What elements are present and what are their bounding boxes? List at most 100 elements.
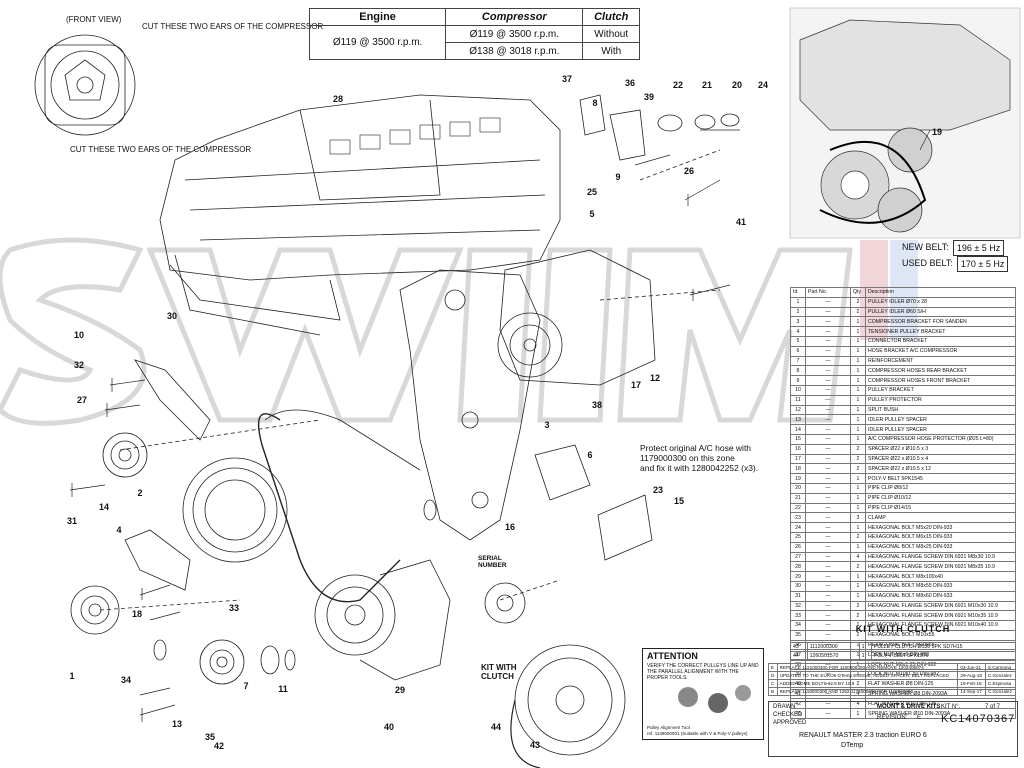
tb-mount-drive: MOUNT & DRIVE KITS [877, 704, 941, 710]
kit-qty: 1 [858, 642, 872, 652]
attention-caption: Pulley Alignment Tool ref. 1149000001 (S… [647, 725, 747, 736]
new-belt-label: NEW BELT: [902, 242, 949, 252]
bom-qty: 1 [850, 580, 866, 592]
tb-kit-number: KC14070367 [941, 713, 1016, 725]
note-line: and fix it with 1280042252 (x3). [640, 463, 759, 473]
callout-25: 25 [586, 187, 598, 197]
bom-id: 10 [790, 384, 806, 396]
bom-description: HEXAGONAL BOLT M8x60 DIN-933 [865, 590, 1016, 602]
bom-description: REINFORCEMENT [865, 355, 1016, 367]
kit-description: POLY-V BELT 5PK1570 [870, 651, 1017, 661]
front-view-cut-top: CUT THESE TWO EARS OF THE COMPRESSOR [142, 22, 324, 31]
bom-description: HEXAGONAL FLANGE SCREW DIN 6921 M8x35 10… [865, 561, 1016, 573]
bom-id: 7 [790, 355, 806, 367]
bom-part-no: — [805, 492, 851, 504]
bom-part-no: — [805, 424, 851, 435]
rev-date: 19-Feb-18 [957, 679, 986, 688]
bom-id: 31 [790, 590, 806, 602]
bom-description: POLY-V BELT 5PK1545 [865, 473, 1016, 484]
bom-qty: 2 [850, 610, 866, 622]
bom-description: HEXAGONAL BOLT M6x15 DIN-933 [865, 531, 1016, 543]
rev-author: C.Gonzalez [984, 671, 1017, 680]
callout-10: 10 [73, 330, 85, 340]
callout-42: 42 [213, 741, 225, 751]
bom-header-qty: Qty [850, 287, 866, 298]
bom-qty: 1 [850, 571, 866, 582]
rev-description: UPDATED TO THE EURO6 DTemp ENGINE, ADDED… [776, 671, 959, 680]
callout-35: 35 [204, 732, 216, 742]
tb-checked: CHECKED [773, 712, 803, 718]
used-belt-label: USED BELT: [902, 258, 953, 268]
bom-header-desc: Description [865, 287, 1016, 298]
kit-clutch-line: CLUTCH [481, 672, 514, 681]
bom-qty: 1 [850, 404, 866, 416]
note-line: Protect original A/C hose with [640, 443, 752, 453]
bom-description: PULLEY BRACKET [865, 384, 1016, 396]
bom-id: 12 [790, 404, 806, 416]
bom-id: 18 [790, 463, 806, 475]
speed-compressor-2: Ø138 @ 3018 r.p.m. [445, 42, 584, 60]
bom-qty: 1 [850, 345, 866, 357]
callout-30: 30 [166, 311, 178, 321]
bom-id: 29 [790, 571, 806, 582]
bom-description: CONNECTOR BRACKET [865, 335, 1016, 347]
serial-number-label: SERIAL NUMBER [478, 555, 507, 569]
alignment-tool-icon [678, 685, 751, 713]
speed-header-clutch: Clutch [582, 8, 640, 26]
bom-qty: 2 [850, 600, 866, 612]
callout-1: 1 [69, 671, 75, 681]
callout-19: 19 [931, 127, 943, 137]
bom-description: CLAMP [865, 512, 1016, 524]
kit-with-clutch-title: KIT WITH CLUTCH [855, 624, 951, 634]
callout-17: 17 [630, 380, 642, 390]
callout-9: 9 [615, 172, 621, 182]
rev-author: C.Espinosa [984, 679, 1017, 688]
speed-clutch-2: With [582, 42, 640, 60]
tb-kit-label: KIT N°. [941, 704, 961, 710]
tb-title: RENAULT MASTER 2.3 traction EURO 6 [799, 732, 927, 739]
bom-part-no: — [805, 482, 851, 494]
callout-22: 22 [672, 80, 684, 90]
bom-description: PIPE CLIP Ø10/12 [865, 492, 1016, 504]
serial-line: NUMBER [478, 562, 507, 569]
bom-id: 33 [790, 610, 806, 622]
bom-id: 28 [790, 561, 806, 573]
callout-29: 29 [394, 685, 406, 695]
bom-description: SPACER Ø22 x Ø10.5 x 12 [865, 463, 1016, 475]
callout-24: 24 [757, 80, 769, 90]
bom-id: 16 [790, 443, 806, 455]
callout-2: 2 [137, 488, 143, 498]
kit-clutch-line: KIT WITH [481, 663, 517, 672]
bom-qty: 1 [850, 522, 866, 533]
bom-part-no: — [805, 296, 851, 308]
callout-27: 27 [76, 395, 88, 405]
bom-qty: 2 [850, 296, 866, 308]
bom-description: HEXAGONAL FLANGE SCREW DIN 6921 M10x35 1… [865, 610, 1016, 622]
bom-description: COMPRESSOR HOSES REAR BRACKET [865, 365, 1016, 377]
bom-id: 20 [790, 482, 806, 494]
rev-author: C.Gonzalez [984, 687, 1017, 696]
tb-drawn: DRAWN [773, 704, 796, 710]
speed-header-compressor: Compressor [445, 8, 584, 26]
callout-12: 12 [649, 373, 661, 383]
bom-description: HEXAGONAL BOLT M8x25 DIN-933 [865, 541, 1016, 553]
speed-table: Engine Compressor Clutch Ø119 @ 3500 r.p… [308, 8, 640, 60]
bom-part-no: — [805, 551, 851, 563]
rev-date: 29-Aug-18 [957, 671, 986, 680]
bom-qty: 1 [850, 365, 866, 377]
new-belt-value: 196 ± 5 Hz [952, 240, 1005, 256]
